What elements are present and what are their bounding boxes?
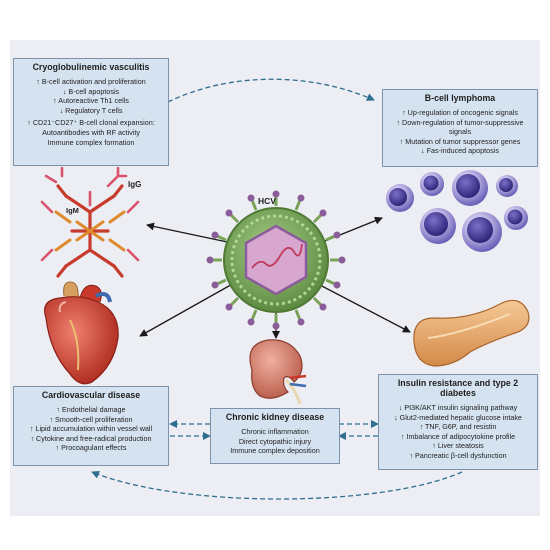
antibody-illustration	[40, 166, 140, 278]
box-title: Chronic kidney disease	[225, 412, 325, 422]
box-line: Direct cytopathic injury	[238, 436, 312, 446]
box-line: ↑ Autoreactive Th1 cells	[53, 96, 129, 106]
box-b-cell-lymphoma: B-cell lymphoma ↑ Up-regulation of oncog…	[382, 89, 538, 167]
box-line: ↓ B-cell apoptosis	[62, 86, 120, 96]
box-line: ↑ Smooth-cell proliferation	[49, 414, 133, 424]
box-line: Autoantibodies with RF activity	[42, 127, 140, 137]
arrow-to-heart	[139, 281, 237, 337]
box-line: signals	[448, 127, 472, 137]
box-line: ↓ Fas-induced apoptosis	[421, 146, 499, 156]
box-line: ↑ Lipid accumulation within vessel wall	[29, 424, 153, 434]
box-line: Chronic inflammation	[241, 427, 309, 436]
box-title: Cardiovascular disease	[41, 390, 141, 400]
heart-illustration	[44, 281, 119, 385]
box-title: Cryoglobulinemic vasculitis	[32, 62, 150, 72]
arrow-to-pancreas	[317, 283, 411, 333]
box-cardiovascular-disease: Cardiovascular disease ↑ Endothelial dam…	[13, 386, 169, 466]
box-cryoglobulinemic-vasculitis: Cryoglobulinemic vasculitis ↑ B-cell act…	[13, 58, 169, 166]
box-line: ↑ Down-regulation of tumor-suppressive	[396, 117, 524, 127]
box-line: ↑ TNF, G6P, and resistin	[419, 422, 497, 432]
kidney-illustration	[249, 339, 307, 405]
box-line: Immune complex deposition	[230, 446, 320, 456]
hcv-label: HCV	[258, 196, 276, 206]
box-line: ↑ Mutation of tumor suppressor genes	[399, 136, 521, 146]
box-line: ↑ Procoagulant effects	[55, 443, 127, 453]
box-line: ↑ CD21⁻CD27⁺ B-cell clonal expansion:	[27, 118, 155, 128]
box-line: ↓ Glut2-mediated hepatic glucose intake	[394, 412, 522, 422]
hcv-virus	[206, 190, 346, 330]
arrow-to-igm	[146, 222, 233, 244]
box-line: ↑ Endothelial damage	[56, 405, 126, 414]
igm-label: IgM	[66, 206, 79, 215]
dashed-arrow-cryo-to-lymphoma	[167, 78, 375, 103]
igg-label: IgG	[128, 180, 142, 189]
pancreas-illustration	[413, 299, 530, 367]
box-insulin-resistance-type-2-diabetes: Insulin resistance and type 2 diabetes ↓…	[378, 374, 538, 470]
box-line: Immune complex formation	[47, 137, 135, 147]
box-title: Insulin resistance and type 2 diabetes	[397, 378, 519, 398]
box-line: ↓ PI3K/AKT insulin signaling pathway	[398, 403, 518, 412]
dashed-arrow-insulin-to-cardio	[91, 470, 463, 500]
box-line: ↓ Regulatory T cells	[59, 105, 123, 115]
box-chronic-kidney-disease: Chronic kidney disease Chronic inflammat…	[210, 408, 340, 464]
box-line: ↑ B-cell activation and proliferation	[36, 77, 146, 86]
box-line: ↑ Up-regulation of oncogenic signals	[402, 108, 518, 117]
box-line: ↑ Pancreatic β-cell dysfunction	[409, 450, 507, 460]
dashed-connections	[91, 78, 463, 500]
box-line: ↑ Imbalance of adipocytokine profile	[400, 431, 516, 441]
box-line: ↑ Liver steatosis	[432, 441, 484, 451]
box-title: B-cell lymphoma	[424, 93, 496, 103]
lymphocyte-cells	[386, 170, 528, 252]
box-line: ↑ Cytokine and free-radical production	[30, 433, 152, 443]
